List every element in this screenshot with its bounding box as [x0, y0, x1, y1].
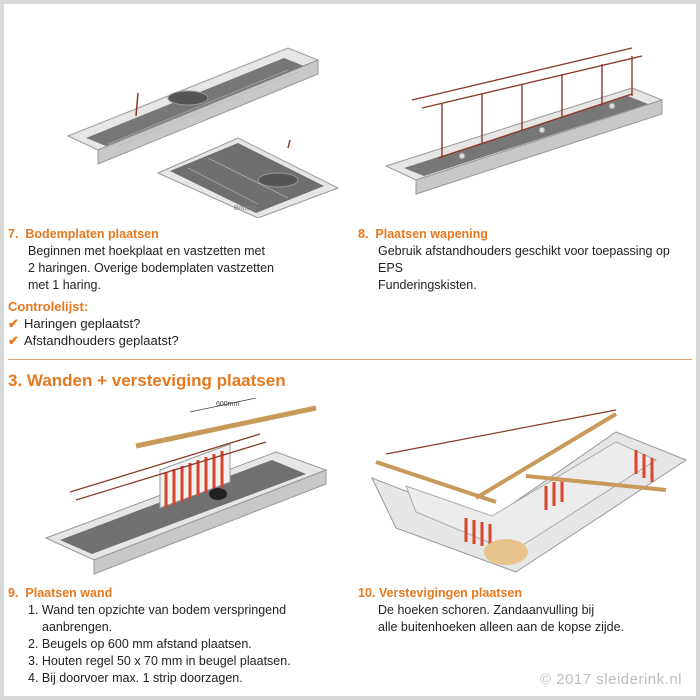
checklist: Controlelijst: ✔ Haringen geplaatst? ✔ Afs…	[8, 298, 179, 349]
checklist-title: Controlelijst:	[8, 299, 89, 314]
step-9-number: 9.	[8, 586, 19, 600]
dimension-label: 600mm	[216, 401, 240, 408]
checklist-item: Haringen geplaatst?	[24, 316, 141, 331]
step-10-line: De hoeken schoren. Zandaanvulling bij	[378, 603, 595, 617]
step-7-line: met 1 haring.	[28, 278, 101, 292]
step-8-number: 8.	[358, 227, 369, 241]
step-9-item: 2. Beugels op 600 mm afstand plaatsen.	[28, 637, 252, 651]
illustration-bottom-plates: Bodem	[48, 28, 348, 218]
section-title: 3. Wanden + versteviging plaatsen	[8, 371, 286, 390]
step-9-item: 4. Bij doorvoer max. 1 strip doorzagen.	[28, 671, 243, 685]
board-label: Bodem	[234, 205, 256, 212]
step-9-caption: 9. Plaatsen wand 1. Wand ten opzichte va…	[8, 585, 348, 687]
step-9-item: aanbrengen.	[42, 620, 113, 634]
step-7-line: Beginnen met hoekplaat en vastzetten met	[28, 244, 265, 258]
step-7-title: Bodemplaten plaatsen	[25, 227, 159, 241]
step-10-line: alle buitenhoeken alleen aan de kopse zi…	[378, 620, 625, 634]
check-icon: ✔	[8, 333, 19, 348]
watermark: © 2017 sleiderink.nl	[540, 671, 682, 688]
step-10-caption: 10. Verstevigingen plaatsen De hoeken sc…	[358, 585, 694, 636]
illustration-reinforcements	[366, 402, 696, 578]
step-9-item: 3. Houten regel 50 x 70 mm in beugel pla…	[28, 654, 291, 668]
check-icon: ✔	[8, 316, 19, 331]
step-9-item: 1. Wand ten opzichte van bodem verspring…	[28, 603, 287, 617]
illustration-reinforcement	[382, 38, 672, 218]
checklist-item: Afstandhouders geplaatst?	[24, 333, 179, 348]
step-8-title: Plaatsen wapening	[375, 227, 488, 241]
step-7-line: 2 haringen. Overige bodemplaten vastzett…	[28, 261, 274, 275]
step-8-caption: 8. Plaatsen wapening Gebruik afstandhoud…	[358, 226, 694, 294]
step-8-line: Gebruik afstandhouders geschikt voor toe…	[378, 244, 670, 275]
section-divider	[8, 359, 692, 360]
step-8-line: Funderingskisten.	[378, 278, 477, 292]
step-9-title: Plaatsen wand	[25, 586, 113, 600]
step-7-number: 7.	[8, 227, 19, 241]
instruction-sheet: Bodem 7. Bodemplaten plaatsen	[4, 4, 696, 696]
step-10-number: 10.	[358, 586, 376, 600]
step-10-title: Verstevigingen plaatsen	[378, 586, 522, 600]
step-7-caption: 7. Bodemplaten plaatsen Beginnen met hoe…	[8, 226, 338, 294]
illustration-wall: 600mm	[40, 398, 340, 578]
